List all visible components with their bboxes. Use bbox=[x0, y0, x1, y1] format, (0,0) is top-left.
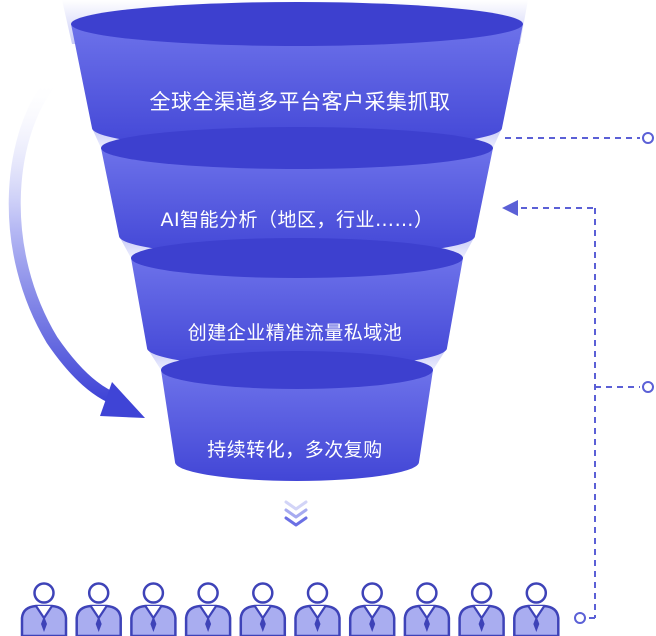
funnel-ring-3 bbox=[131, 238, 463, 368]
funnel-ring-top bbox=[131, 238, 463, 278]
funnel-ring-body bbox=[131, 258, 463, 368]
circle-node-icon bbox=[642, 132, 654, 144]
funnel-ring-body bbox=[161, 370, 433, 481]
people-row bbox=[20, 582, 560, 636]
stage-4-label: 持续转化，多次复购 bbox=[207, 439, 383, 461]
curved-arrow-icon bbox=[8, 80, 145, 418]
person-icon bbox=[20, 582, 68, 636]
person-icon bbox=[513, 582, 560, 636]
funnel-ring-2 bbox=[101, 127, 493, 257]
funnel-ring-1 bbox=[71, 2, 523, 150]
stage-2-label: AI智能分析（地区，行业……） bbox=[160, 209, 434, 231]
circle-node-icon bbox=[642, 381, 654, 393]
funnel-ring-top bbox=[101, 127, 493, 169]
funnel-rings bbox=[71, 2, 523, 481]
person-icon bbox=[184, 582, 232, 636]
funnel-ring-4 bbox=[161, 351, 433, 481]
connector-arrowhead-icon bbox=[502, 200, 518, 216]
stage-1-label: 全球全渠道多平台客户采集抓取 bbox=[149, 90, 451, 114]
double-chevron-down-icon bbox=[284, 500, 308, 527]
person-icon bbox=[294, 582, 341, 636]
person-icon bbox=[403, 582, 451, 636]
person-icon bbox=[75, 582, 122, 636]
person-icon bbox=[458, 582, 505, 636]
funnel-ring-body bbox=[101, 148, 493, 257]
person-icon bbox=[348, 582, 396, 636]
stage-3-label: 创建企业精准流量私域池 bbox=[187, 322, 403, 344]
funnel-ring-top bbox=[71, 2, 523, 46]
funnel-ring-body bbox=[71, 24, 523, 150]
circle-node-icon bbox=[574, 612, 586, 624]
person-icon bbox=[130, 582, 177, 636]
funnel-ring-top bbox=[161, 351, 433, 389]
person-icon bbox=[239, 582, 287, 636]
feedback-connector bbox=[505, 137, 640, 619]
